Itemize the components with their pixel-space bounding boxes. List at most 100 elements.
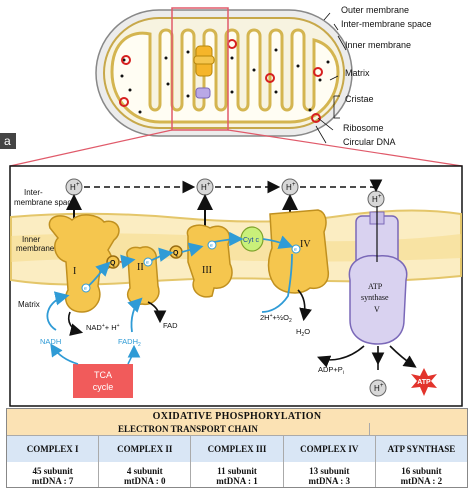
h-plus-2: H <box>201 183 207 192</box>
electron-flow <box>46 231 294 333</box>
h-plus-3: H <box>286 183 292 192</box>
h-plus-4: H <box>372 195 378 204</box>
h-sup-4: + <box>378 194 382 200</box>
mtdna-complex-iii: mtDNA : 1 <box>216 475 258 486</box>
matrix-chem-labels: NAD++ H+ FAD 2H++½O2 H2O ADP+Pi <box>86 313 344 376</box>
matrix-label: Matrix <box>18 300 40 309</box>
table-header-row: COMPLEX I COMPLEX II COMPLEX III COMPLEX… <box>7 435 467 463</box>
nad-label: NAD++ H+ <box>86 323 120 332</box>
zoom-line-right <box>227 129 463 167</box>
subunit-complex-i: 45 subunit <box>32 465 73 476</box>
label-outer-membrane: Outer membrane <box>341 5 409 15</box>
complex-ii-label: II <box>137 262 144 273</box>
table-header-atp-synthase: ATP SYNTHASE <box>387 444 456 454</box>
atp-synthase-label-1: ATP <box>368 282 383 291</box>
subunit-complex-ii: 4 subunit <box>126 465 163 476</box>
nadh-label: NADH <box>40 337 61 346</box>
table-title: OXIDATIVE PHOSPHORYLATION <box>7 409 467 424</box>
tca-arrows <box>50 343 141 365</box>
h-plus-bottom-sup: + <box>380 383 384 389</box>
label-ribosome: Ribosome <box>343 123 384 133</box>
h-plus-bottom <box>369 379 387 397</box>
atp-star <box>411 368 437 396</box>
h-sup-2: + <box>207 182 211 188</box>
label-leaders <box>315 12 347 144</box>
h-plus-1: H <box>70 183 76 192</box>
complex-iv-label: IV <box>300 239 311 250</box>
tca-label-2: cycle <box>93 382 114 392</box>
mini-complexes <box>193 45 215 99</box>
e-2: e <box>146 260 149 266</box>
region-labels: Inter- membrane space Inner membrane Mat… <box>14 188 76 309</box>
mitochondrion <box>95 7 353 137</box>
atp-star-label: ATP <box>417 379 431 386</box>
panel-letter: a <box>4 134 11 148</box>
zoom-line-left <box>9 129 173 167</box>
e-4: e <box>294 247 297 253</box>
matrix-arrows <box>67 289 417 368</box>
label-inter-membrane: Inter-membrane space <box>341 19 432 29</box>
ribosome-dots <box>120 48 330 114</box>
h-plus-top-text: H H H H + + + + <box>70 182 382 204</box>
table-etc-label: ELECTRON TRANSPORT CHAIN <box>7 423 370 435</box>
atp-synthase: ATP synthase V <box>348 206 408 345</box>
e-3: e <box>210 243 213 249</box>
subunit-complex-iii: 11 subunit <box>217 465 257 476</box>
table-header-complex-iv: COMPLEX IV <box>284 436 376 462</box>
mito-labels: Outer membrane Inter-membrane space Inne… <box>341 5 432 147</box>
complex-iii-label: III <box>202 265 212 276</box>
label-circular-dna: Circular DNA <box>343 137 396 147</box>
inner-membrane-label-2: membrane <box>16 244 55 253</box>
mtdna-complex-i: mtDNA : 7 <box>31 475 74 486</box>
panel-letter-box <box>0 133 16 149</box>
mtdna-complex-ii: mtDNA : 0 <box>124 475 166 486</box>
h-plus-top <box>65 178 385 208</box>
table-etc-blank <box>370 423 467 435</box>
mtdna-complex-iv: mtDNA : 3 <box>308 475 350 486</box>
h-sup-1: + <box>76 182 80 188</box>
zoom-highlight-box <box>171 7 229 131</box>
inter-space-label-2: membrane space <box>14 198 76 207</box>
electron-markers <box>81 240 301 293</box>
label-inner-membrane: Inner membrane <box>345 40 411 50</box>
table-header-complex-i: COMPLEX I <box>7 436 100 462</box>
cyt-c-label: Cyt c <box>243 237 259 244</box>
table-etc-row: ELECTRON TRANSPORT CHAIN <box>7 423 467 435</box>
table-header-complex-iii: COMPLEX III <box>191 436 284 462</box>
h-plus-bottom-text: H <box>374 384 380 393</box>
atp-synthase-label-3: V <box>374 305 380 314</box>
inter-space-label-1: Inter- <box>24 188 43 197</box>
mtdna-atp-synthase: mtDNA : 2 <box>400 475 443 486</box>
tca-label-1: TCA <box>94 370 112 380</box>
q-label-1: Q <box>110 260 116 267</box>
tca-cycle-box <box>73 364 133 398</box>
complex-ii: II <box>126 246 160 306</box>
inner-membrane-label-1: Inner <box>22 235 41 244</box>
atp-synthase-label-2: synthase <box>361 293 389 302</box>
complex-iii: III <box>186 224 233 298</box>
o2-reaction-label: 2H++½O2 <box>260 313 292 324</box>
oxphos-table: OXIDATIVE PHOSPHORYLATION ELECTRON TRANS… <box>6 408 468 488</box>
fad-label: FAD <box>163 321 178 330</box>
cristae <box>110 28 340 124</box>
subunit-atp-synthase: 16 subunit <box>401 465 442 476</box>
q-label-2: Q <box>173 250 179 257</box>
subunit-complex-iv: 13 subunit <box>309 465 350 476</box>
h2o-label: H2O <box>296 327 310 338</box>
e-1: e <box>84 286 87 292</box>
label-cristae: Cristae <box>345 94 374 104</box>
adp-label: ADP+Pi <box>318 365 344 376</box>
h-sup-3: + <box>292 182 296 188</box>
label-matrix: Matrix <box>345 68 370 78</box>
complex-i-label: I <box>73 266 76 277</box>
electron-marker-text: e e e e <box>84 243 297 292</box>
circular-dna-rings <box>119 39 323 123</box>
table-header-complex-ii: COMPLEX II <box>99 436 192 462</box>
